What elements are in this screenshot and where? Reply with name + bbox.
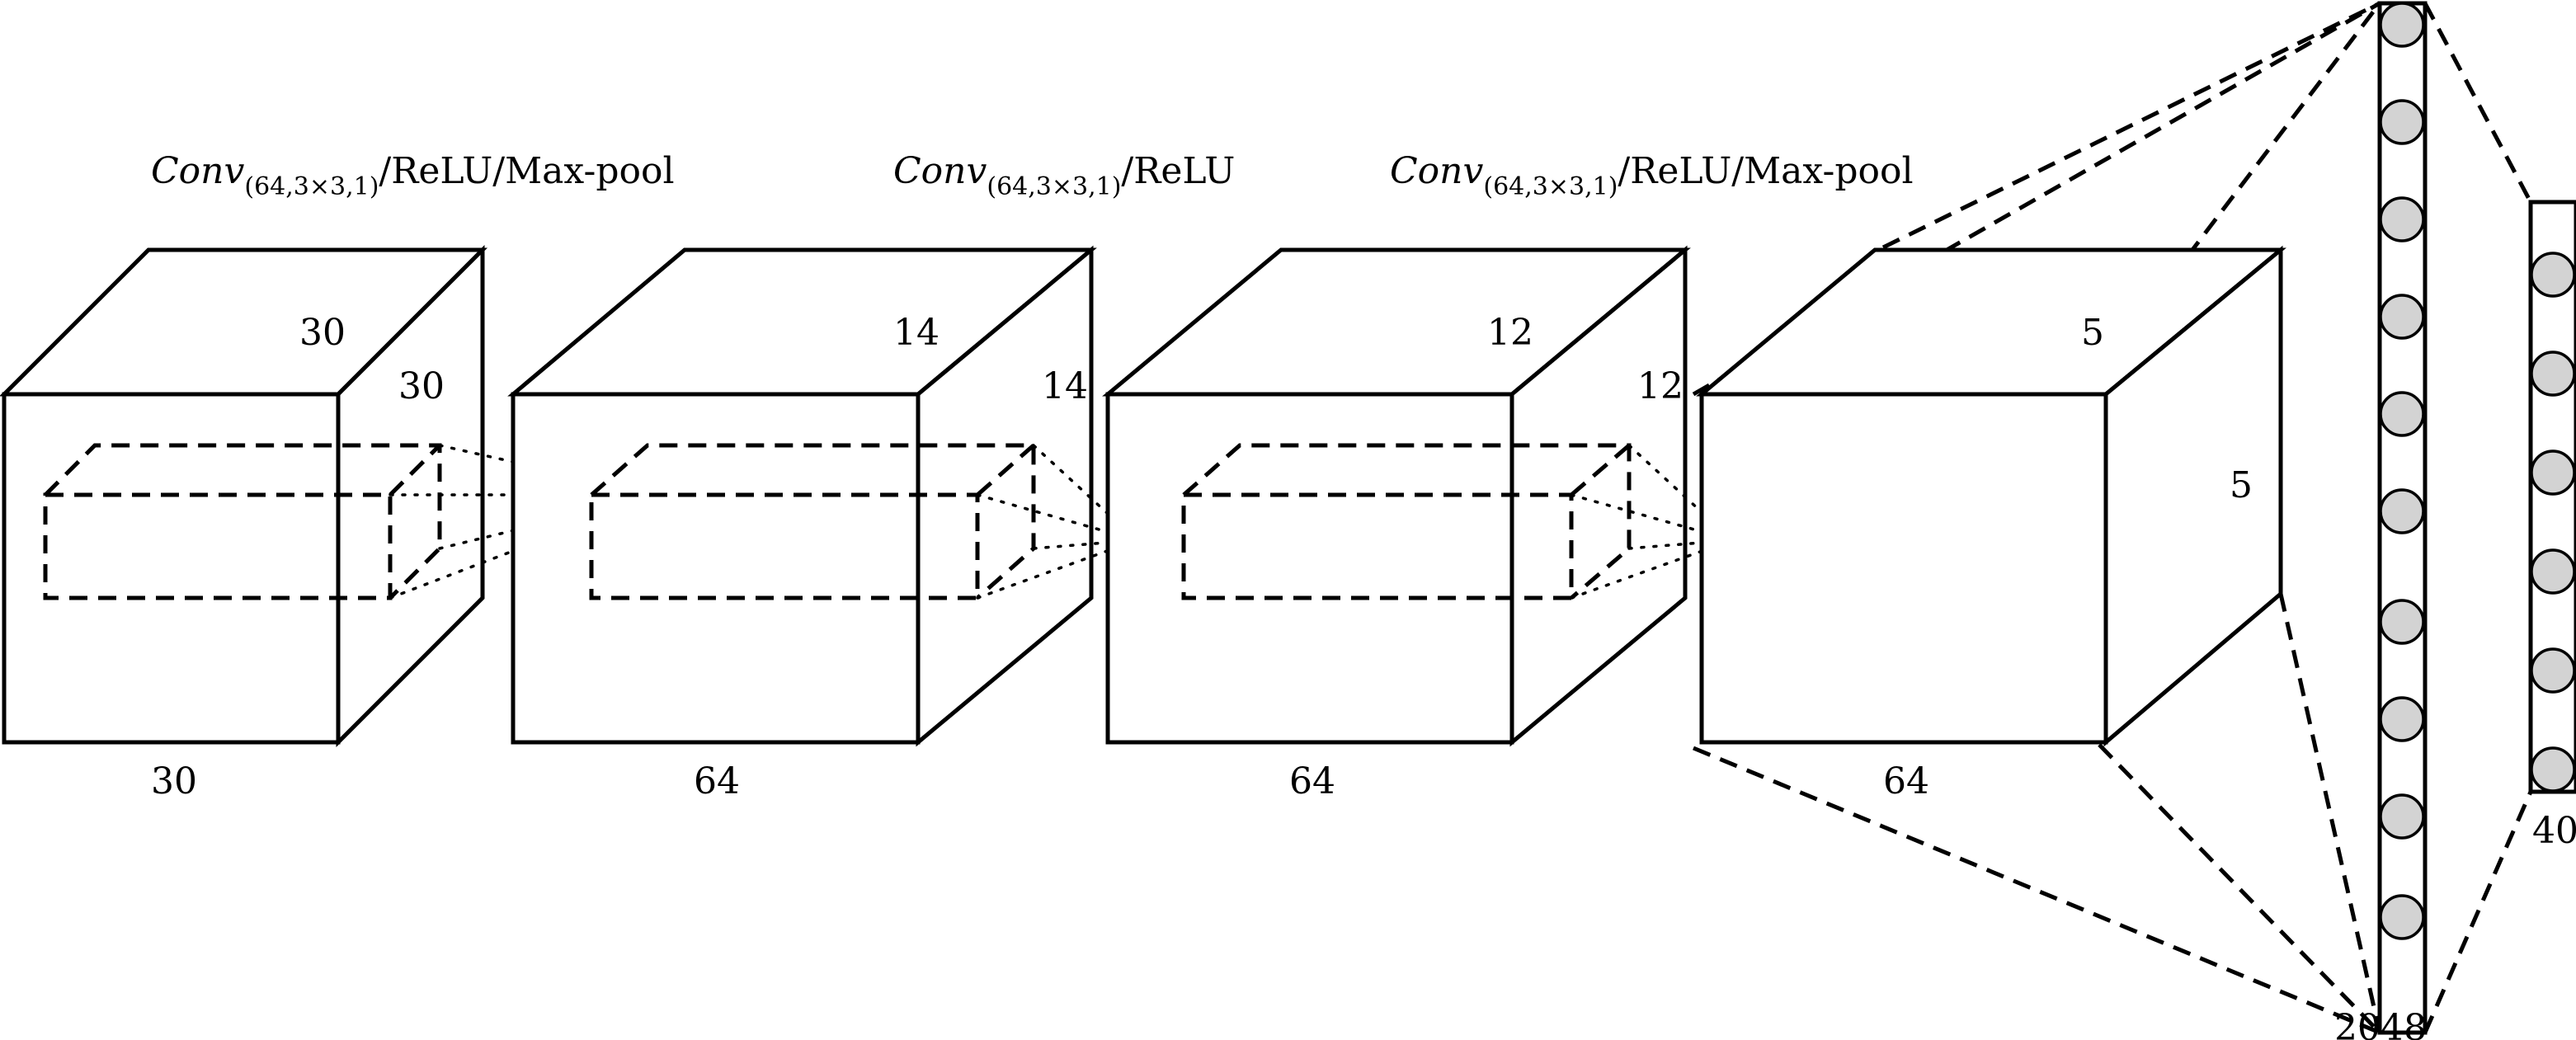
neuron (2530, 351, 2576, 397)
feature-block-3: 12 12 64 (1102, 245, 1691, 802)
neuron (2379, 99, 2425, 145)
fc2-size-label: 40 (2532, 810, 2576, 852)
neuron (2379, 391, 2425, 437)
neuron (2530, 548, 2576, 595)
block4-width-label: 5 (2081, 312, 2104, 354)
neuron (2530, 647, 2576, 694)
conv2-title: Conv(64,3×3,1)/ReLU (893, 150, 1235, 201)
fc-layer-1: 2048 (2334, 1, 2428, 1040)
neuron (2379, 2, 2425, 48)
neuron (2379, 599, 2425, 645)
block1-width-label: 30 (299, 312, 346, 354)
block2-height-label: 14 (1042, 365, 1088, 407)
fc2-neurons (2530, 252, 2576, 793)
neuron (2379, 488, 2425, 534)
block1-height-label: 30 (398, 365, 445, 407)
block4-height-label: 5 (2230, 464, 2253, 506)
neuron (2530, 746, 2576, 793)
neuron (2379, 894, 2425, 940)
feature-block-4: 5 5 64 (1696, 245, 2286, 802)
block3-depth-label: 64 (1289, 760, 1335, 802)
neuron (2530, 449, 2576, 496)
conv3-title: Conv(64,3×3,1)/ReLU/Max-pool (1390, 150, 1914, 201)
block4-depth-label: 64 (1883, 760, 1929, 802)
neuron (2379, 294, 2425, 340)
neuron (2379, 196, 2425, 242)
block1-depth-label: 30 (151, 760, 197, 802)
conv1-title: Conv(64,3×3,1)/ReLU/Max-pool (151, 150, 675, 201)
feature-block-2: 14 14 64 (507, 245, 1097, 802)
block3-width-label: 12 (1487, 312, 1533, 354)
fc1-size-label: 2048 (2334, 1007, 2427, 1040)
feature-block-1: 30 30 30 (0, 244, 488, 802)
fc1-to-fc2-connectors (2423, 2, 2533, 1034)
block3-height-label: 12 (1637, 365, 1684, 407)
fc-layer-2: 40 (2528, 200, 2576, 852)
fc1-neurons (2379, 2, 2425, 940)
block2-depth-label: 64 (694, 760, 740, 802)
neuron (2530, 252, 2576, 298)
neuron (2379, 696, 2425, 742)
neuron (2379, 793, 2425, 840)
block2-width-label: 14 (893, 312, 940, 354)
